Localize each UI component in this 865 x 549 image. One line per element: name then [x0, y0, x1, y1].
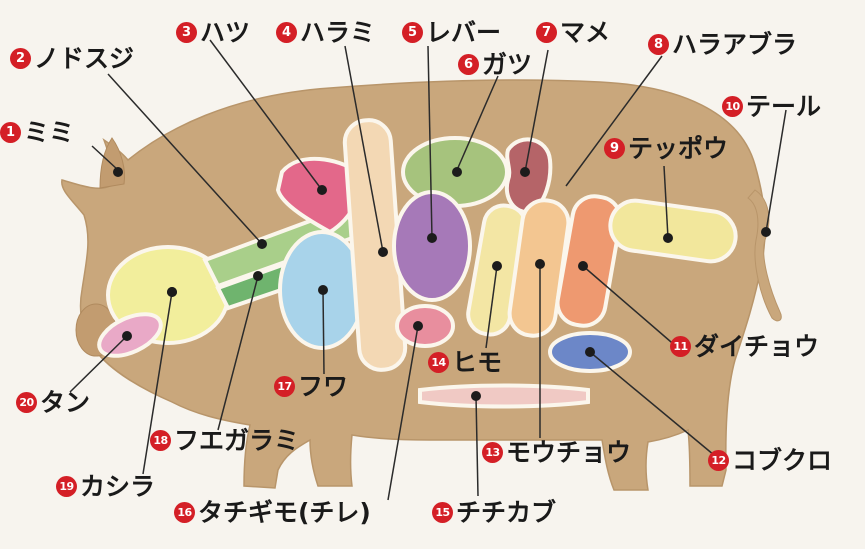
marker-badge: 19: [56, 476, 77, 497]
organ-reba: [392, 190, 472, 302]
marker-badge: 17: [274, 376, 295, 397]
leader-lines: [69, 39, 787, 501]
marker-badge: 5: [402, 22, 423, 43]
marker-badge: 12: [708, 450, 729, 471]
label-text: ハラミ: [300, 18, 376, 47]
label-kobukuro: 12 コブクロ: [708, 448, 832, 473]
label-haraabura: 8 ハラアブラ: [648, 32, 797, 57]
label-reba: 5 レバー: [402, 20, 501, 45]
marker-badge: 6: [458, 54, 479, 75]
label-text: モウチョウ: [506, 438, 632, 467]
organ-daicho: [555, 194, 623, 328]
organ-teppo: [608, 198, 738, 264]
label-text: チチカブ: [456, 498, 557, 527]
label-text: カシラ: [80, 472, 156, 501]
label-hatsu: 3 ハツ: [176, 20, 250, 45]
marker-badge: 3: [176, 22, 197, 43]
label-teru: 10 テール: [722, 94, 821, 119]
label-text: フエガラミ: [174, 426, 300, 455]
label-text: ハラアブラ: [672, 30, 798, 59]
label-daicho: 11 ダイチョウ: [670, 334, 819, 359]
label-harami: 4 ハラミ: [276, 20, 375, 45]
label-teppo: 9 テッポウ: [604, 136, 728, 161]
marker-badge: 8: [648, 34, 669, 55]
label-text: テール: [746, 92, 822, 121]
marker-badge: 15: [432, 502, 453, 523]
label-text: ガツ: [482, 50, 533, 79]
label-text: レバー: [426, 18, 502, 47]
label-text: ヒモ: [452, 348, 503, 377]
marker-badge: 10: [722, 96, 743, 117]
label-text: タチギモ(チレ): [198, 498, 371, 527]
label-tachigimo: 16 タチギモ(チレ): [174, 500, 371, 525]
label-text: ノドスジ: [34, 44, 135, 73]
label-chichikabu: 15 チチカブ: [432, 500, 556, 525]
label-himo: 14 ヒモ: [428, 350, 502, 375]
label-nodosuji: 2 ノドスジ: [10, 46, 134, 71]
label-text: マメ: [560, 18, 611, 47]
marker-dots: [113, 167, 771, 401]
label-text: ミミ: [24, 118, 75, 147]
label-tan: 20 タン: [16, 390, 90, 415]
marker-badge: 16: [174, 502, 195, 523]
label-fuegarami: 18 フエガラミ: [150, 428, 299, 453]
label-fuwa: 17 フワ: [274, 374, 348, 399]
label-text: ハツ: [200, 18, 251, 47]
marker-badge: 18: [150, 430, 171, 451]
marker-badge: 11: [670, 336, 691, 357]
marker-badge: 1: [0, 122, 21, 143]
marker-badge: 9: [604, 138, 625, 159]
marker-badge: 13: [482, 442, 503, 463]
label-text: ダイチョウ: [694, 332, 820, 361]
marker-badge: 7: [536, 22, 557, 43]
marker-badge: 2: [10, 48, 31, 69]
label-mocho: 13 モウチョウ: [482, 440, 631, 465]
label-text: コブクロ: [732, 446, 833, 475]
label-text: フワ: [298, 372, 349, 401]
marker-badge: 14: [428, 352, 449, 373]
label-kashira: 19 カシラ: [56, 474, 155, 499]
label-text: タン: [40, 388, 91, 417]
label-mimi: 1 ミミ: [0, 120, 74, 145]
label-gatsu: 6 ガツ: [458, 52, 532, 77]
label-text: テッポウ: [628, 134, 729, 163]
organs: [97, 118, 738, 409]
marker-badge: 4: [276, 22, 297, 43]
marker-badge: 20: [16, 392, 37, 413]
label-mame: 7 マメ: [536, 20, 610, 45]
organ-chichikabu: [418, 383, 590, 409]
organ-tachigimo: [395, 304, 455, 348]
